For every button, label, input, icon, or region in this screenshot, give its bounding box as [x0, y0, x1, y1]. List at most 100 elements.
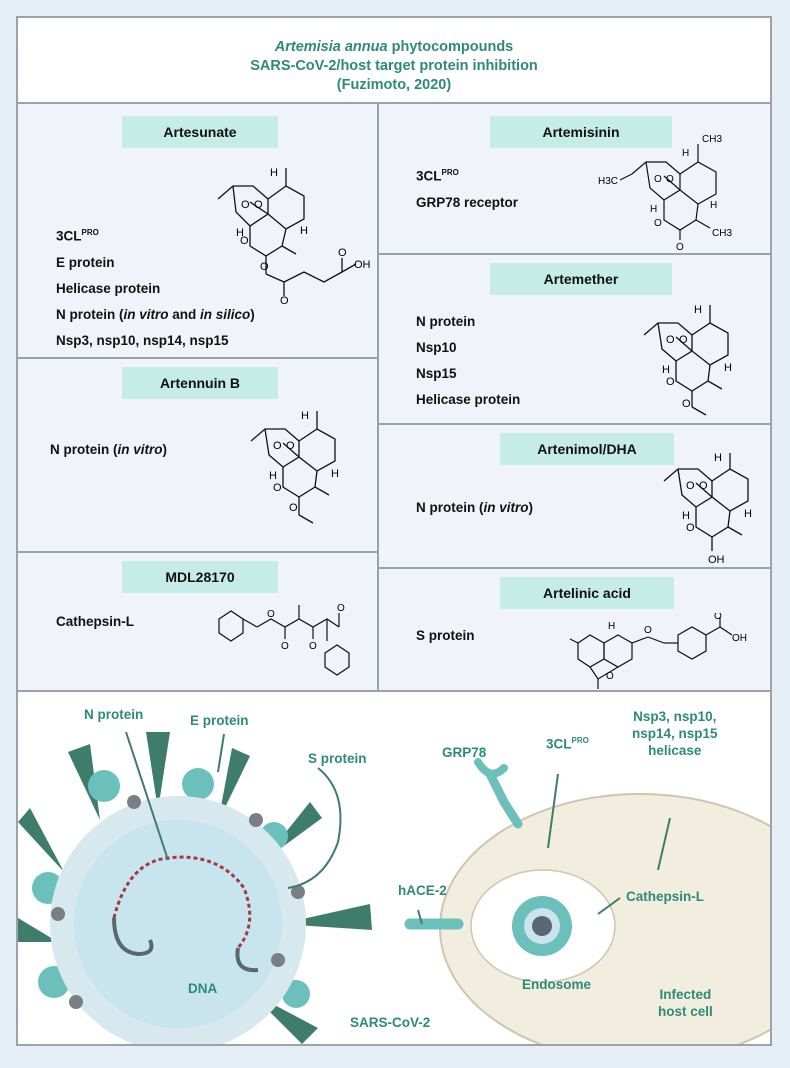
mol-label-o: O — [281, 641, 289, 652]
targets-artemisinin: 3CLPRO GRP78 receptor — [416, 160, 518, 216]
mol-label-oh: OH — [732, 633, 747, 644]
artemisinin-structure: H3C CH3 H O O H O H CH3 O — [598, 134, 732, 252]
compound-label-artemether: Artemether — [490, 263, 672, 295]
mol-label-oh: OH — [354, 259, 371, 271]
mol-label-o: O — [676, 242, 684, 252]
compound-label-artelinic-acid: Artelinic acid — [500, 577, 674, 609]
mechanism-illustration: N protein E protein S protein GRP78 3CLP… — [18, 690, 770, 1044]
figure-header: Artemisia annua phytocompounds SARS-CoV-… — [18, 18, 770, 102]
mol-label-h: H — [236, 227, 244, 239]
label-endosome: Endosome — [522, 977, 592, 992]
column-divider — [377, 102, 379, 690]
target-item: N protein — [416, 314, 476, 329]
mol-label-o: O — [241, 199, 250, 211]
mol-label-h: H — [682, 148, 689, 159]
mol-label-o: O — [289, 502, 298, 514]
mol-label-oh: OH — [708, 554, 725, 566]
mol-label-o: O — [267, 609, 275, 620]
mol-label-h: H — [682, 510, 690, 522]
mdl28170-structure: O O O O — [218, 603, 350, 676]
artelinic-acid-structure: H O O O OH — [569, 613, 747, 689]
grp78-cup — [474, 758, 508, 778]
membrane-proteins — [51, 795, 305, 1009]
mol-label-h: H — [300, 225, 308, 237]
mol-label-o: O — [686, 480, 695, 492]
title-citation: (Fuzimoto, 2020) — [336, 77, 452, 93]
virus-capsid — [74, 820, 282, 1028]
target-item: 3CLPRO — [416, 168, 459, 184]
grp78-receptor — [485, 769, 523, 829]
mol-label-h: H — [724, 362, 732, 374]
compound-label-artesunate: Artesunate — [122, 116, 278, 148]
mol-label-o: O — [666, 174, 674, 185]
mol-label-o: O — [280, 295, 289, 304]
mol-label-o: O — [260, 261, 269, 273]
mol-label-o: O — [686, 522, 695, 534]
artenimol-structure: H O O H O H OH — [663, 452, 752, 566]
mol-label-h: H — [608, 621, 615, 632]
mol-label-o: O — [309, 641, 317, 652]
mol-label-o: O — [682, 398, 691, 410]
target-item: Nsp15 — [416, 366, 457, 381]
mol-label-h: H — [714, 452, 722, 464]
mol-label-h: H — [331, 468, 339, 480]
mol-label-h: H — [301, 410, 309, 422]
figure-frame: Artemisia annua phytocompounds SARS-CoV-… — [16, 16, 772, 1046]
mol-label-o: O — [273, 482, 282, 494]
mol-label-ch3: CH3 — [712, 228, 732, 239]
mol-label-h: H — [270, 167, 278, 179]
hace2-stalk — [417, 909, 423, 925]
mol-label-h: H — [694, 304, 702, 316]
mol-label-o: O — [666, 334, 675, 346]
label-sars-cov-2: SARS-CoV-2 — [350, 1015, 431, 1030]
compound-label-artennuin-b: Artennuin B — [122, 367, 278, 399]
title-line-2: SARS-CoV-2/host target protein inhibitio… — [250, 58, 538, 74]
artemether-structure: H O O H O H O — [643, 304, 732, 416]
compound-label-mdl28170: MDL28170 — [122, 561, 278, 593]
mol-label-o: O — [654, 218, 662, 229]
label-cathepsin-l: Cathepsin-L — [626, 889, 705, 904]
label-n-protein: N protein — [84, 707, 144, 722]
mol-label-o: O — [699, 480, 708, 492]
target-item: N protein (in vitro) — [416, 500, 534, 515]
label-3clpro: 3CLPRO — [546, 736, 589, 752]
label-infected-host-cell: Infected host cell — [658, 987, 713, 1019]
target-item: N protein (in vitro and in silico) — [56, 306, 255, 322]
mol-label-o: O — [644, 625, 652, 636]
artesunate-structure: H O O H O H O O O OH — [217, 167, 371, 304]
panel-artemisinin: Artemisinin 3CLPRO GRP78 receptor H3C CH… — [378, 102, 770, 253]
mol-label-o: O — [338, 247, 347, 259]
target-item: Helicase protein — [416, 392, 521, 407]
mol-label-h: H — [650, 204, 657, 215]
target-item: E protein — [56, 254, 115, 270]
target-item: Cathepsin-L — [56, 614, 135, 629]
targets-artemether: N protein Nsp10 Nsp15 Helicase protein — [416, 309, 520, 413]
endosome-virus-rna — [532, 916, 552, 936]
label-e-protein: E protein — [190, 713, 249, 728]
target-item: S protein — [416, 628, 475, 643]
mol-label-o: O — [654, 174, 662, 185]
label-dna: DNA — [188, 981, 218, 996]
label-grp78: GRP78 — [442, 745, 487, 760]
target-item: Nsp3, nsp10, nsp14, nsp15 — [56, 332, 229, 348]
mol-label-h: H — [744, 508, 752, 520]
mol-label-o: O — [337, 603, 345, 614]
panel-artennuin-b: Artennuin B N protein (in vitro) H O O H… — [18, 357, 378, 551]
target-item: 3CLPRO — [56, 228, 99, 244]
illustration-artwork — [18, 731, 770, 1044]
mol-label-o: O — [714, 613, 722, 622]
artennuin-b-structure: H O O H O H O — [250, 410, 339, 524]
mol-label-h: H — [269, 470, 277, 482]
panel-artelinic-acid: Artelinic acid S protein H O O O OH — [378, 567, 770, 690]
title-rest: phytocompounds — [391, 39, 514, 55]
mol-label-o: O — [606, 671, 614, 682]
mol-label-o: O — [666, 376, 675, 388]
rna-tail-2 — [235, 947, 259, 973]
compound-label-artenimol: Artenimol/DHA — [500, 433, 674, 465]
mol-label-o: O — [286, 440, 295, 452]
mol-label-o: O — [240, 235, 249, 247]
mol-label-h: H — [710, 200, 717, 211]
targets-artesunate: 3CLPRO E protein Helicase protein N prot… — [56, 220, 255, 354]
mol-label-o: O — [254, 199, 263, 211]
label-hace2: hACE-2 — [398, 883, 447, 898]
